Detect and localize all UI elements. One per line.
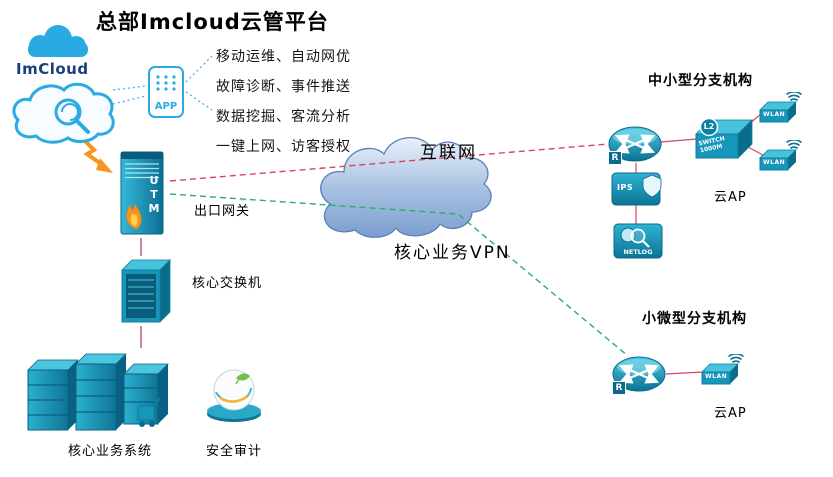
wifi-icon [786,91,802,102]
imcloud-logo: ImCloud [10,20,122,148]
internet-link-line [169,143,609,182]
utm-device-label: UTM [148,174,160,215]
netlog-label: NETLOG [623,248,653,256]
core-switch-device [114,256,174,326]
imcloud-top-cloud [28,25,88,57]
imcloud-bottom-cloud [12,82,115,144]
imcloud-label: ImCloud [16,60,89,78]
branch-micro-title: 小微型分支机构 [642,311,747,327]
branch-medium-l2-switch: L2 SWITCH 1000M [692,114,754,164]
feature-line-4: 一键上网、访客授权 [216,139,351,155]
vpn-label: 核心业务VPN [394,243,511,263]
server-racks-icon [27,353,169,431]
app-dots-icon [156,75,176,91]
branch-medium-title: 中小型分支机构 [648,73,753,89]
audit-globe-icon [207,369,261,422]
router-icon [608,126,662,162]
cloud-app-dotted-links [112,55,213,111]
feature-line-3: 数据挖掘、客流分析 [216,109,351,125]
utm-caption: 出口网关 [194,204,251,219]
ips-label: IPS [617,183,634,192]
core-switch-icon [121,259,171,323]
wlan-label: WLAN [705,373,728,380]
l2-switch-icon [695,117,753,159]
app-label: APP [154,101,178,112]
page-title: 总部Imcloud云管平台 [96,10,329,34]
feature-line-2: 故障诊断、事件推送 [216,79,351,95]
shield-icon [642,174,662,198]
branch-medium-ap-caption: 云AP [714,190,747,205]
branch-micro-router: R [612,352,668,396]
lightning-icon [78,134,113,173]
branch-medium-netlog: NETLOG [612,222,664,262]
feature-line-1: 移动运维、自动网优 [216,49,351,65]
servers-caption: 核心业务系统 [68,444,153,459]
router-icon [612,356,666,392]
branch-medium-ap-1: WLAN [758,91,804,128]
app-icon: APP [148,66,184,118]
branch-micro-link [665,371,704,375]
wlan-ap-icon [701,353,744,385]
audit-caption: 安全审计 [206,444,263,459]
branch-micro-ap: WLAN [700,353,746,390]
branch-medium-router: R [608,122,664,166]
l2-badge: L2 [703,122,715,131]
magnifier-icon [54,98,82,126]
magnifier-icon [630,228,646,244]
branch-medium-ips: IPS [610,170,662,208]
wlan-label: WLAN [763,159,786,166]
internet-label: 互联网 [420,143,477,163]
imcloud-cloud-icon [12,25,115,144]
core-switch-caption: 核心交换机 [192,276,263,291]
utm-gateway-device: UTM [116,148,168,238]
branch-micro-ap-caption: 云AP [714,406,747,421]
wifi-icon [786,139,802,150]
wlan-label: WLAN [763,111,786,118]
router-badge: R [608,151,622,165]
core-servers-device [26,344,176,440]
wlan-ap-icon [759,139,802,171]
security-audit-device [204,364,264,424]
utm-tower-icon [120,151,164,235]
internet-cloud [320,137,492,238]
ips-icon [611,172,662,206]
router-badge: R [612,381,626,395]
server-cart-icon [137,397,161,427]
netlog-icon [613,223,663,259]
branch-medium-ap-2: WLAN [758,139,804,176]
flame-icon [126,203,142,230]
wlan-ap-icon [759,91,802,123]
wifi-icon [728,353,744,364]
